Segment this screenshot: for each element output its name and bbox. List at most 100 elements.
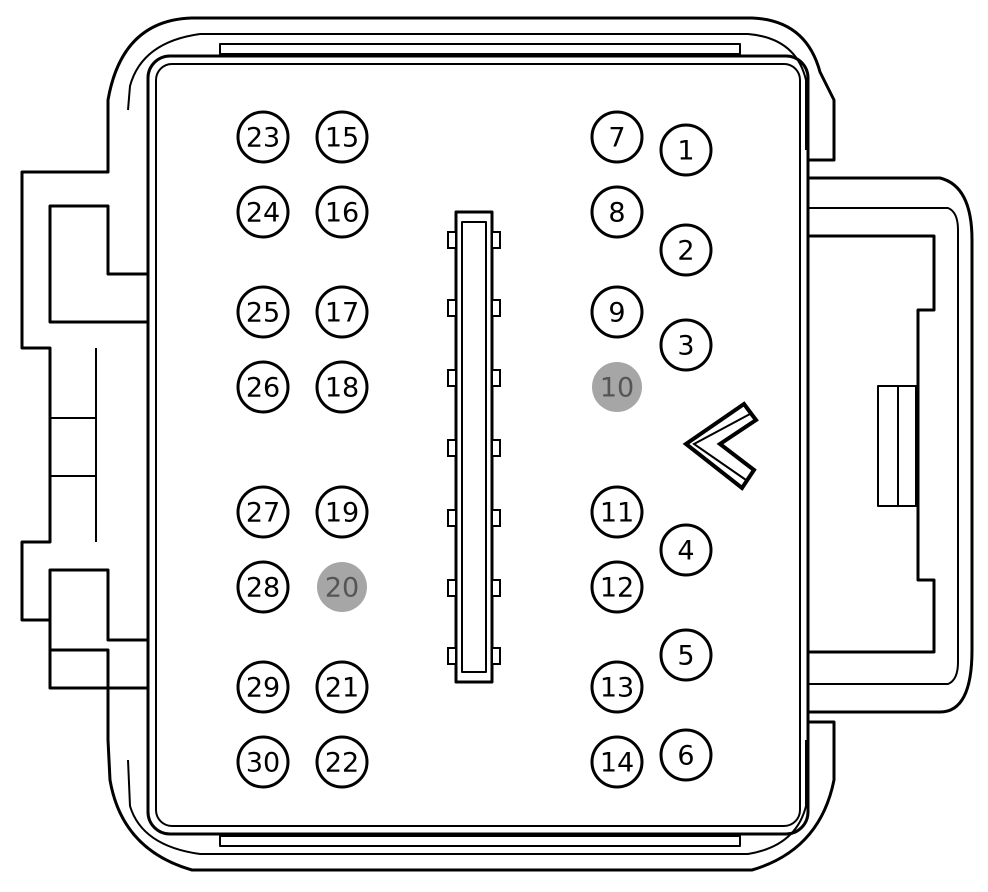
pin-label: 19 bbox=[325, 498, 359, 529]
pin-label: 15 bbox=[325, 123, 359, 154]
rib-tab bbox=[447, 439, 457, 457]
pin-21: 21 bbox=[315, 660, 369, 714]
pin-3: 3 bbox=[659, 318, 713, 372]
pin-23: 23 bbox=[236, 110, 290, 164]
pin-20: 20 bbox=[317, 562, 367, 612]
pin-circle bbox=[659, 628, 713, 682]
pin-circle bbox=[590, 110, 644, 164]
pin-label: 1 bbox=[677, 136, 694, 167]
pin-label: 18 bbox=[325, 373, 359, 404]
left-latch-lower bbox=[48, 568, 150, 690]
rib-tab bbox=[491, 369, 501, 387]
pin-25: 25 bbox=[236, 285, 290, 339]
center-rib-inner bbox=[461, 221, 487, 673]
pin-circle bbox=[236, 660, 290, 714]
pin-label: 23 bbox=[246, 123, 280, 154]
pin-circle bbox=[590, 285, 644, 339]
rib-tab bbox=[447, 369, 457, 387]
pin-label: 29 bbox=[246, 673, 280, 704]
pin-circle bbox=[315, 360, 369, 414]
pin-circle bbox=[659, 728, 713, 782]
polarization-chevron-shadow bbox=[692, 413, 751, 481]
pin-circle bbox=[236, 285, 290, 339]
pin-11: 11 bbox=[590, 485, 644, 539]
pin-6: 6 bbox=[659, 728, 713, 782]
rib-tab bbox=[491, 299, 501, 317]
pin-label: 28 bbox=[246, 573, 280, 604]
pin-circle bbox=[590, 735, 644, 789]
pin-circle bbox=[315, 735, 369, 789]
rib-tab bbox=[447, 299, 457, 317]
pin-4: 4 bbox=[659, 523, 713, 577]
pin-22: 22 bbox=[315, 735, 369, 789]
pin-label: 9 bbox=[608, 298, 625, 329]
pin-label: 13 bbox=[600, 673, 634, 704]
pin-circle bbox=[236, 735, 290, 789]
pin-label: 26 bbox=[246, 373, 280, 404]
pin-label: 30 bbox=[246, 748, 280, 779]
pin-circle bbox=[590, 560, 644, 614]
left-key-tab bbox=[49, 417, 97, 477]
bottom-rail bbox=[219, 835, 741, 847]
pin-24: 24 bbox=[236, 185, 290, 239]
top-rail bbox=[219, 43, 741, 55]
rib-tab bbox=[447, 579, 457, 597]
pin-circle bbox=[592, 362, 642, 412]
rib-tab bbox=[447, 647, 457, 665]
rib-tab bbox=[491, 647, 501, 665]
pin-5: 5 bbox=[659, 628, 713, 682]
pin-28: 28 bbox=[236, 560, 290, 614]
pin-27: 27 bbox=[236, 485, 290, 539]
pin-label: 14 bbox=[600, 748, 634, 779]
pin-18: 18 bbox=[315, 360, 369, 414]
pin-circle bbox=[236, 560, 290, 614]
pin-15: 15 bbox=[315, 110, 369, 164]
pin-circle bbox=[315, 285, 369, 339]
pin-7: 7 bbox=[590, 110, 644, 164]
pin-circle bbox=[590, 485, 644, 539]
rib-tab bbox=[491, 509, 501, 527]
pin-label: 2 bbox=[677, 236, 694, 267]
pin-12: 12 bbox=[590, 560, 644, 614]
pin-label: 5 bbox=[677, 641, 694, 672]
polarization-chevron bbox=[682, 401, 759, 491]
pin-26: 26 bbox=[236, 360, 290, 414]
pin-circle bbox=[659, 318, 713, 372]
pin-label: 25 bbox=[246, 298, 280, 329]
pin-17: 17 bbox=[315, 285, 369, 339]
pin-13: 13 bbox=[590, 660, 644, 714]
pin-label: 8 bbox=[608, 198, 625, 229]
pin-grid: 1234567891011121314151617181920212223242… bbox=[236, 110, 713, 789]
rib-tab bbox=[491, 579, 501, 597]
pin-circle bbox=[315, 660, 369, 714]
rib-tab bbox=[491, 231, 501, 249]
pin-10: 10 bbox=[592, 362, 642, 412]
pin-circle bbox=[659, 123, 713, 177]
pin-label: 4 bbox=[677, 536, 694, 567]
connector-housing-inner-shell bbox=[127, 33, 807, 855]
pin-label: 17 bbox=[325, 298, 359, 329]
pin-circle bbox=[315, 110, 369, 164]
right-latch-body bbox=[808, 234, 936, 654]
connector-mating-face-inset bbox=[155, 63, 801, 827]
pin-circle bbox=[236, 360, 290, 414]
pin-label: 6 bbox=[677, 741, 694, 772]
pin-16: 16 bbox=[315, 185, 369, 239]
rib-tab bbox=[447, 509, 457, 527]
connector-mating-face bbox=[146, 54, 810, 836]
pin-2: 2 bbox=[659, 223, 713, 277]
pin-9: 9 bbox=[590, 285, 644, 339]
pin-label: 7 bbox=[608, 123, 625, 154]
pin-circle bbox=[590, 185, 644, 239]
pin-14: 14 bbox=[590, 735, 644, 789]
pin-label: 22 bbox=[325, 748, 359, 779]
pin-circle bbox=[659, 523, 713, 577]
pin-circle bbox=[317, 562, 367, 612]
pin-1: 1 bbox=[659, 123, 713, 177]
pin-8: 8 bbox=[590, 185, 644, 239]
pin-label: 21 bbox=[325, 673, 359, 704]
pin-circle bbox=[236, 485, 290, 539]
rib-tab bbox=[447, 231, 457, 249]
rib-tab bbox=[491, 439, 501, 457]
